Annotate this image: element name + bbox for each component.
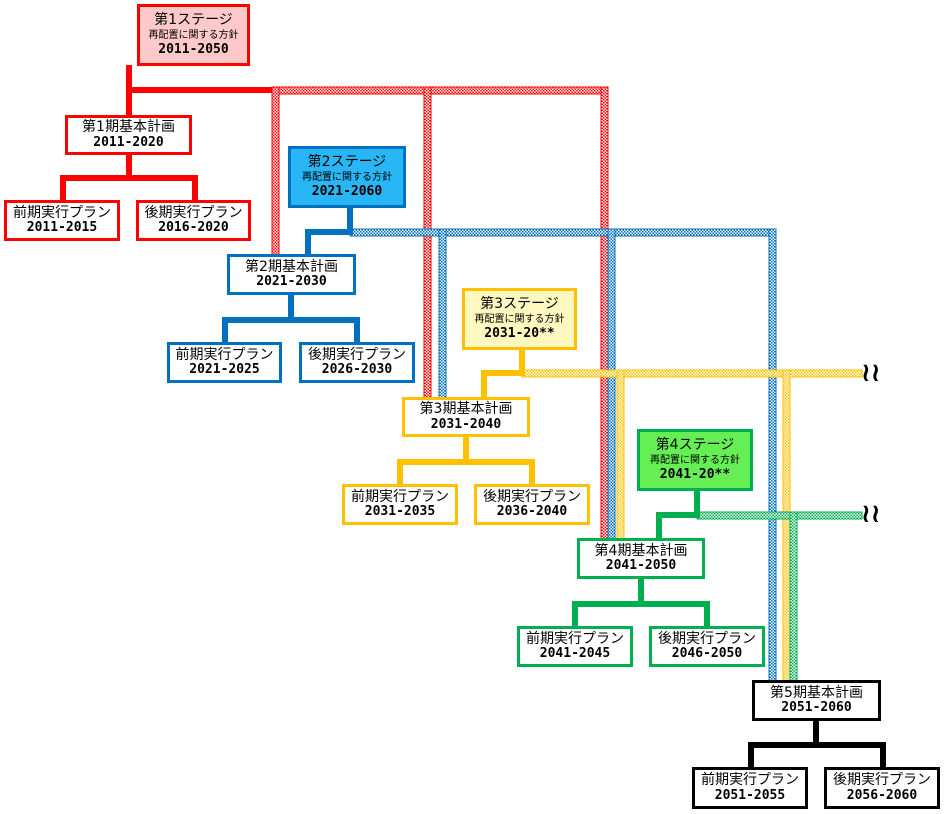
exec-plan-6-years: 2036-2040 — [496, 504, 568, 520]
exec-plan-3-box: 前期実行プラン 2021-2025 — [167, 342, 282, 383]
yellow-tree-connectors — [397, 349, 535, 485]
stage-3-title: 第3ステージ — [480, 295, 559, 312]
blue-tree-connectors — [222, 208, 360, 343]
stage-1-box: 第1ステージ 再配置に関する方針 2011-2050 — [137, 4, 250, 66]
stage-3-years: 2031-20** — [484, 326, 555, 342]
exec-plan-2-years: 2016-2020 — [158, 220, 229, 236]
exec-plan-7-years: 2041-2045 — [539, 646, 611, 662]
exec-plan-3-title: 前期実行プラン — [175, 346, 274, 363]
stage-4-box: 第4ステージ 再配置に関する方針 2041-20** — [637, 429, 753, 491]
basic-plan-4-title: 第4期基本計画 — [594, 542, 688, 559]
exec-plan-1-years: 2011-2015 — [26, 220, 98, 236]
exec-plan-7-title: 前期実行プラン — [526, 630, 624, 647]
stage-4-subtitle: 再配置に関する方針 — [650, 454, 740, 466]
exec-plan-6-title: 後期実行プラン — [483, 488, 581, 505]
exec-plan-4-box: 後期実行プラン 2026-2030 — [299, 342, 415, 383]
exec-plan-4-years: 2026-2030 — [321, 362, 393, 378]
basic-plan-5-box: 第5期基本計画 2051-2060 — [752, 680, 881, 721]
exec-plan-5-box: 前期実行プラン 2031-2035 — [342, 484, 458, 525]
basic-plan-2-box: 第2期基本計画 2021-2030 — [227, 254, 356, 295]
continuation-mark-stage3: ≀≀ — [861, 358, 881, 388]
exec-plan-10-years: 2056-2060 — [846, 787, 918, 803]
basic-plan-2-years: 2021-2030 — [256, 274, 327, 290]
exec-plan-8-title: 後期実行プラン — [658, 630, 756, 647]
basic-plan-5-title: 第5期基本計画 — [770, 684, 863, 701]
exec-plan-6-box: 後期実行プラン 2036-2040 — [474, 484, 590, 525]
stage-1-title: 第1ステージ — [154, 11, 233, 28]
exec-plan-2-title: 後期実行プラン — [144, 204, 243, 221]
basic-plan-4-years: 2041-2050 — [605, 558, 677, 574]
exec-plan-9-title: 前期実行プラン — [701, 772, 799, 789]
basic-plan-3-box: 第3期基本計画 2031-2040 — [402, 397, 530, 437]
continuation-mark-stage4: ≀≀ — [861, 499, 881, 529]
green-tree-connectors — [572, 491, 710, 627]
basic-plan-3-years: 2031-2040 — [430, 416, 502, 432]
stage-1-subtitle: 再配置に関する方針 — [148, 29, 239, 41]
exec-plan-1-box: 前期実行プラン 2011-2015 — [4, 200, 120, 241]
basic-plan-1-years: 2011-2020 — [93, 134, 164, 150]
basic-plan-1-title: 第1期基本計画 — [82, 119, 175, 136]
basic-plan-2-title: 第2期基本計画 — [245, 258, 338, 275]
black-tree-connectors — [748, 720, 886, 768]
stage-2-box: 第2ステージ 再配置に関する方針 2021-2060 — [288, 146, 406, 208]
basic-plan-1-box: 第1期基本計画 2011-2020 — [65, 115, 192, 155]
stage-3-box: 第3ステージ 再配置に関する方針 2031-20** — [462, 288, 577, 350]
stage-1-years: 2011-2050 — [158, 42, 229, 58]
exec-plan-5-years: 2031-2035 — [364, 504, 436, 520]
stage-4-years: 2041-20** — [659, 467, 731, 483]
stage-2-subtitle: 再配置に関する方針 — [302, 171, 392, 183]
exec-plan-10-box: 後期実行プラン 2056-2060 — [824, 767, 940, 809]
exec-plan-8-years: 2046-2050 — [671, 646, 743, 662]
basic-plan-5-years: 2051-2060 — [781, 700, 852, 716]
exec-plan-5-title: 前期実行プラン — [351, 488, 449, 505]
exec-plan-2-box: 後期実行プラン 2016-2020 — [136, 200, 251, 241]
exec-plan-1-title: 前期実行プラン — [13, 204, 111, 221]
exec-plan-3-years: 2021-2025 — [189, 362, 260, 378]
stage-4-title: 第4ステージ — [655, 436, 735, 453]
stage-2-title: 第2ステージ — [307, 153, 387, 170]
basic-plan-4-box: 第4期基本計画 2041-2050 — [577, 538, 705, 579]
basic-plan-3-title: 第3期基本計画 — [419, 401, 513, 418]
red-tree-connectors — [60, 65, 272, 201]
exec-plan-9-box: 前期実行プラン 2051-2055 — [692, 767, 808, 809]
exec-plan-4-title: 後期実行プラン — [308, 346, 406, 363]
exec-plan-8-box: 後期実行プラン 2046-2050 — [649, 626, 765, 667]
stage-2-years: 2021-2060 — [311, 184, 383, 200]
exec-plan-7-box: 前期実行プラン 2041-2045 — [517, 626, 633, 667]
stage-3-subtitle: 再配置に関する方針 — [474, 313, 565, 325]
exec-plan-10-title: 後期実行プラン — [833, 772, 931, 789]
exec-plan-9-years: 2051-2055 — [714, 787, 786, 803]
